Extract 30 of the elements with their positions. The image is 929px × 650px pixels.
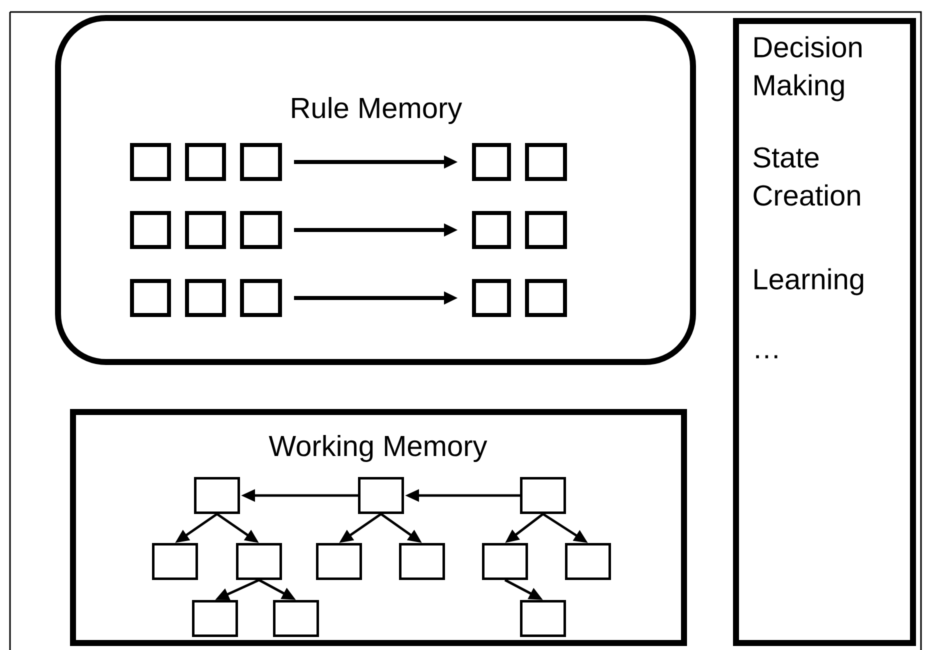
small-square bbox=[525, 143, 567, 181]
small-square bbox=[240, 143, 282, 181]
small-square bbox=[525, 211, 567, 249]
small-square bbox=[482, 543, 528, 580]
small-square bbox=[236, 543, 282, 580]
small-square bbox=[273, 600, 319, 637]
small-square bbox=[472, 279, 511, 317]
small-square bbox=[152, 543, 198, 580]
small-square bbox=[472, 211, 511, 249]
small-square bbox=[520, 600, 566, 637]
small-square bbox=[192, 600, 238, 637]
small-square bbox=[130, 143, 171, 181]
small-square bbox=[399, 543, 445, 580]
small-square bbox=[525, 279, 567, 317]
side-panel: Decision Making State Creation Learning … bbox=[733, 18, 916, 646]
small-square bbox=[130, 211, 171, 249]
small-square bbox=[358, 477, 404, 514]
small-square bbox=[194, 477, 240, 514]
working-memory-box: Working Memory bbox=[70, 409, 687, 646]
small-square bbox=[240, 279, 282, 317]
small-square bbox=[185, 143, 226, 181]
small-square bbox=[520, 477, 566, 514]
small-square bbox=[130, 279, 171, 317]
small-square bbox=[565, 543, 611, 580]
small-square bbox=[316, 543, 362, 580]
small-square bbox=[185, 279, 226, 317]
small-square bbox=[472, 143, 511, 181]
small-square bbox=[240, 211, 282, 249]
small-square bbox=[185, 211, 226, 249]
rule-memory-box: Rule Memory bbox=[55, 15, 696, 365]
